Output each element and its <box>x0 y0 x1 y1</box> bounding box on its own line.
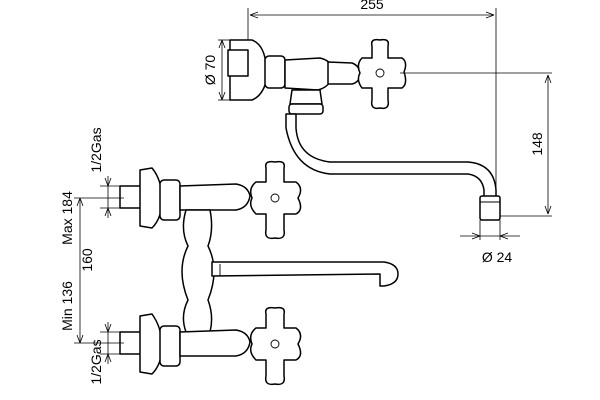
dim-label-255: 255 <box>360 0 384 12</box>
lower-wall-flange <box>139 313 163 375</box>
dim-label-diameter-24: Ø 24 <box>482 249 513 265</box>
central-body <box>181 209 215 333</box>
dim-label-148: 148 <box>529 132 545 156</box>
lower-body-arm <box>179 329 251 357</box>
dim-label-thread-bottom: 1/2Gas <box>88 339 104 384</box>
top-nut <box>264 55 286 89</box>
upper-inlet-pipe <box>119 185 143 209</box>
upper-body-arm <box>179 183 251 211</box>
lower-nut <box>159 325 181 367</box>
top-bonnet <box>327 61 361 85</box>
lower-cross-handle <box>249 306 302 386</box>
dim-label-min: Min 136 <box>59 281 75 331</box>
top-spout-pipe <box>285 113 497 199</box>
dimension-labels: 255 Ø 70 148 Ø 24 1/2Gas 1/2Gas Max 184 … <box>59 0 545 385</box>
upper-handle-cap <box>270 193 280 203</box>
top-handle-cap <box>375 68 385 78</box>
front-spout <box>211 261 399 287</box>
upper-wall-flange <box>139 167 163 229</box>
top-view <box>227 38 501 221</box>
dim-label-nominal: 160 <box>79 248 95 272</box>
dim-label-thread-top: 1/2Gas <box>88 127 104 172</box>
upper-cross-handle <box>249 160 302 240</box>
top-valve-body <box>284 57 331 91</box>
lower-handle-cap <box>270 339 280 349</box>
top-aerator <box>479 195 501 221</box>
top-cross-handle <box>357 38 407 110</box>
upper-nut <box>159 179 181 221</box>
top-spout-collar <box>288 103 324 115</box>
dim-label-max: Max 184 <box>59 191 75 245</box>
top-wall-square <box>227 49 249 77</box>
dimension-lines <box>74 8 552 364</box>
top-spout-neck <box>289 89 323 105</box>
dim-label-diameter-70: Ø 70 <box>202 55 218 86</box>
front-view <box>119 160 399 386</box>
